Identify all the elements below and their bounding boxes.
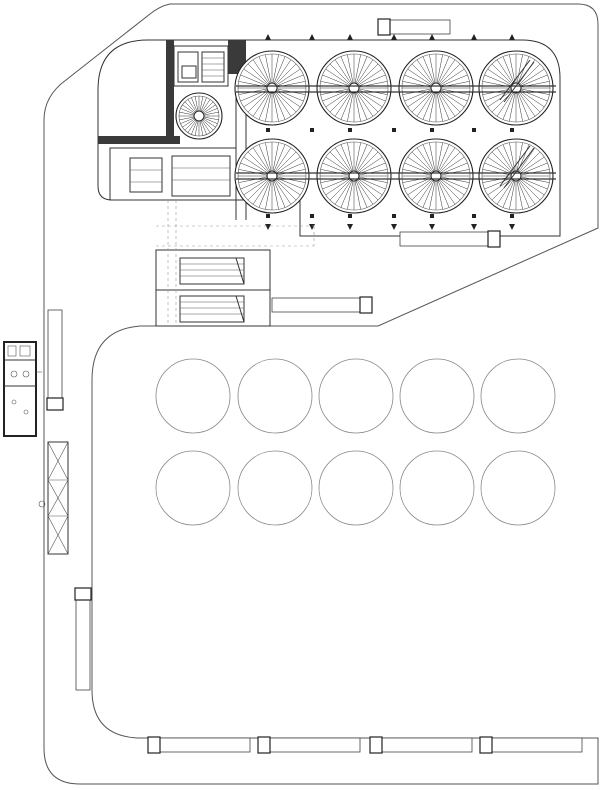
arrow-icon (429, 34, 435, 40)
arrow-icon (309, 224, 315, 230)
weighbridge (38, 441, 69, 555)
arrow-icon (391, 34, 397, 40)
marker-icon (510, 214, 514, 218)
arrow-icon (309, 34, 315, 40)
future-tank-1 (155, 358, 231, 434)
marker-icon (472, 128, 476, 132)
loading-bay (155, 200, 315, 327)
marker-icon (430, 128, 434, 132)
future-tank-4 (399, 358, 475, 434)
tank-farm-compound (97, 39, 561, 237)
marker-icon (392, 214, 396, 218)
guard-house (3, 341, 42, 437)
future-tank-10 (480, 450, 556, 526)
vehicle-icon (369, 736, 473, 754)
marker-icon (310, 214, 314, 218)
arrow-icon (509, 224, 515, 230)
vehicle-icon (147, 736, 251, 754)
trucks (46, 18, 583, 754)
vehicle-icon (399, 230, 501, 248)
vehicle-icon (257, 736, 361, 754)
marker-icon (310, 128, 314, 132)
storage-tank-icon-6 (316, 138, 392, 214)
future-tank-7 (237, 450, 313, 526)
future-tank-9 (399, 450, 475, 526)
vehicle-icon (74, 587, 92, 691)
storage-tank-icon-3 (398, 50, 474, 126)
tank-markers (265, 34, 515, 230)
storage-tank-icon-small (175, 92, 223, 140)
marker-icon (266, 214, 270, 218)
marker-icon (510, 128, 514, 132)
vehicle-icon (46, 309, 64, 411)
future-tank-3 (318, 358, 394, 434)
vehicle-icon (271, 296, 373, 314)
tank-walkways (236, 59, 556, 189)
future-tank-6 (155, 450, 231, 526)
marker-icon (348, 128, 352, 132)
process-building (98, 40, 247, 220)
future-tank-2 (237, 358, 313, 434)
marker-icon (266, 128, 270, 132)
vehicle-icon (479, 736, 583, 754)
arrow-icon (471, 224, 477, 230)
marker-icon (472, 214, 476, 218)
storage-tank-icon-1 (234, 50, 310, 126)
marker-icon (430, 214, 434, 218)
arrow-icon (429, 224, 435, 230)
site-boundary (43, 3, 599, 785)
arrow-icon (347, 34, 353, 40)
marker-icon (348, 214, 352, 218)
future-tank-8 (318, 450, 394, 526)
arrow-icon (391, 224, 397, 230)
arrow-icon (471, 34, 477, 40)
arrow-icon (509, 34, 515, 40)
clarifier-tank-small (175, 92, 223, 140)
storage-tank-icon-4 (478, 50, 554, 126)
arrow-icon (347, 224, 353, 230)
storage-tank-icon-5 (234, 138, 310, 214)
future-tank-5 (480, 358, 556, 434)
storage-tank-icon-8 (478, 138, 554, 214)
arrow-icon (265, 34, 271, 40)
storage-tank-icon-2 (316, 50, 392, 126)
storage-tank-icon-7 (398, 138, 474, 214)
future-tank-array (155, 358, 556, 526)
vehicle-icon (377, 18, 451, 36)
marker-icon (392, 128, 396, 132)
arrow-icon (265, 224, 271, 230)
